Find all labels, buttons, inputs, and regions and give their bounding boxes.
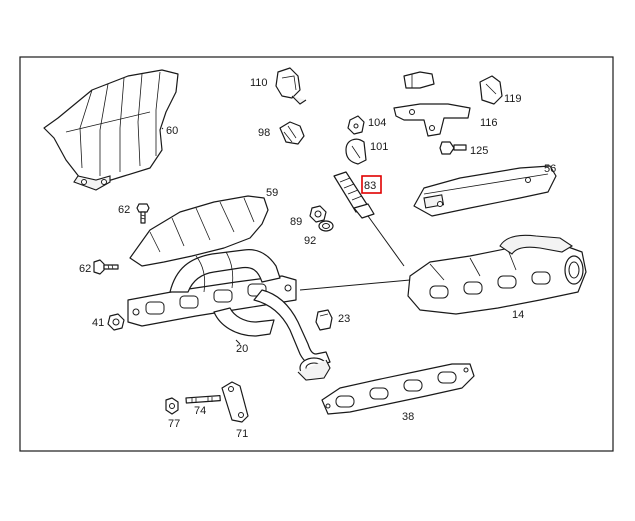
label-20[interactable]: 20 xyxy=(236,343,248,355)
label-101[interactable]: 101 xyxy=(370,141,388,153)
part-71-bracket[interactable] xyxy=(221,381,249,423)
label-119[interactable]: 119 xyxy=(504,93,522,105)
label-60[interactable]: 60 xyxy=(166,125,178,137)
part-14-exhaust-manifold-right[interactable] xyxy=(407,234,587,315)
label-89[interactable]: 89 xyxy=(290,216,302,228)
part-104-clip[interactable] xyxy=(347,115,365,135)
part-92-ring[interactable] xyxy=(318,220,334,232)
label-71[interactable]: 71 xyxy=(236,428,248,440)
label-92[interactable]: 92 xyxy=(304,235,316,247)
part-20-exhaust-manifold-left[interactable] xyxy=(127,249,331,381)
part-74-stud[interactable] xyxy=(185,395,221,404)
label-14[interactable]: 14 xyxy=(512,309,524,321)
part-60-heat-shield[interactable] xyxy=(43,69,179,191)
part-119-connector[interactable] xyxy=(479,75,503,105)
part-38-gasket[interactable] xyxy=(321,363,475,415)
part-59-heat-shield[interactable] xyxy=(129,195,269,267)
part-125-bolt[interactable] xyxy=(439,141,467,155)
label-38[interactable]: 38 xyxy=(402,411,414,423)
label-116[interactable]: 116 xyxy=(480,117,498,129)
label-110[interactable]: 110 xyxy=(250,77,268,89)
label-83[interactable]: 83 xyxy=(364,180,376,192)
label-23[interactable]: 23 xyxy=(338,313,350,325)
label-104[interactable]: 104 xyxy=(368,117,386,129)
label-62-lower[interactable]: 62 xyxy=(79,263,91,275)
part-98-clip[interactable] xyxy=(279,121,305,145)
label-98[interactable]: 98 xyxy=(258,127,270,139)
label-62-upper[interactable]: 62 xyxy=(118,204,130,216)
part-83-highlight xyxy=(361,175,382,194)
part-56-heat-shield-cover[interactable] xyxy=(413,165,557,217)
part-116-bracket[interactable] xyxy=(393,103,471,137)
label-125[interactable]: 125 xyxy=(470,145,488,157)
part-23-clip[interactable] xyxy=(315,309,333,331)
label-41[interactable]: 41 xyxy=(92,317,104,329)
label-56[interactable]: 56 xyxy=(544,163,556,175)
label-74[interactable]: 74 xyxy=(194,405,206,417)
label-59[interactable]: 59 xyxy=(266,187,278,199)
part-83-oxygen-sensor[interactable] xyxy=(324,71,435,219)
part-62-bolt-lower[interactable] xyxy=(93,259,119,275)
part-110-clip[interactable] xyxy=(275,67,307,105)
part-41-nut[interactable] xyxy=(107,313,125,331)
part-62-bolt-upper[interactable] xyxy=(136,203,150,224)
diagram-frame xyxy=(19,56,614,452)
label-77[interactable]: 77 xyxy=(168,418,180,430)
part-89-washer[interactable] xyxy=(309,205,327,223)
part-77-nut[interactable] xyxy=(165,397,179,415)
part-101-clamp[interactable] xyxy=(345,138,367,165)
